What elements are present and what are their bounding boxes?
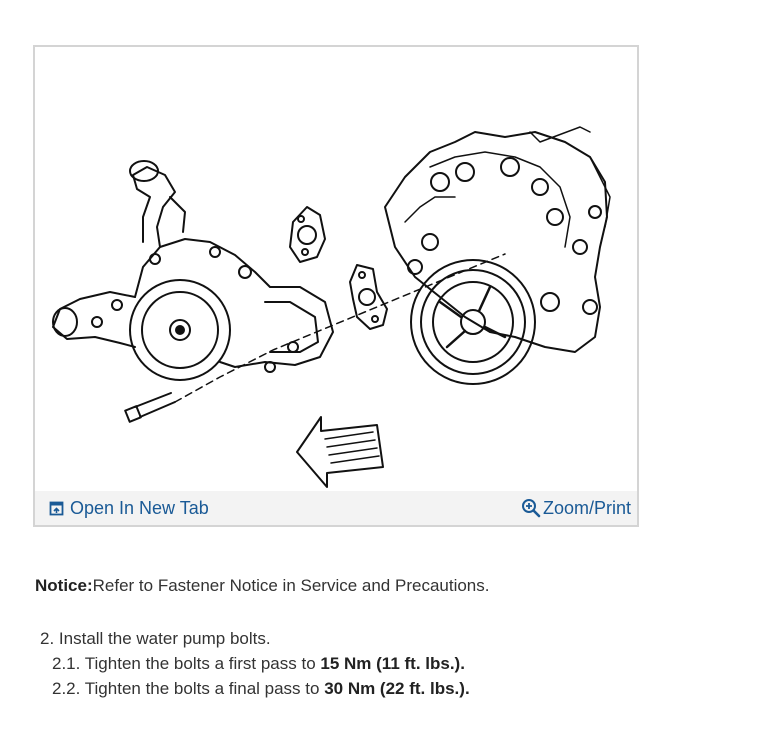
torque-value: 15 Nm (11 ft. lbs.). bbox=[320, 654, 465, 673]
substep-text: Tighten the bolts a first pass to bbox=[84, 654, 321, 673]
figure-toolbar: Open In New Tab Zoom/Print bbox=[35, 491, 637, 525]
step-item: 2. Install the water pump bolts. bbox=[40, 626, 470, 651]
torque-value: 30 Nm (22 ft. lbs.). bbox=[324, 679, 470, 698]
instruction-steps: 2. Install the water pump bolts. 2.1. Ti… bbox=[40, 626, 470, 701]
substep-item: 2.2. Tighten the bolts a final pass to 3… bbox=[40, 676, 470, 701]
step-text: Install the water pump bolts. bbox=[58, 629, 271, 648]
diagram-figure: Open In New Tab Zoom/Print bbox=[33, 45, 639, 527]
substep-text: Tighten the bolts a final pass to bbox=[84, 679, 325, 698]
zoom-print-label: Zoom/Print bbox=[542, 497, 631, 518]
open-in-new-tab-icon bbox=[49, 501, 64, 515]
substep-number: 2.2. bbox=[52, 679, 81, 698]
zoom-in-icon bbox=[521, 499, 541, 518]
open-in-new-tab-label: Open In New Tab bbox=[70, 497, 209, 518]
zoom-print-link[interactable]: Zoom/Print bbox=[521, 491, 631, 525]
substep-number: 2.1. bbox=[52, 654, 81, 673]
open-in-new-tab-link[interactable]: Open In New Tab bbox=[49, 491, 209, 525]
step-number: 2. bbox=[40, 629, 55, 648]
notice-text: Notice:Refer to Fastener Notice in Servi… bbox=[35, 576, 490, 596]
substep-item: 2.1. Tighten the bolts a first pass to 1… bbox=[40, 651, 470, 676]
notice-body: Refer to Fastener Notice in Service and … bbox=[92, 576, 490, 595]
notice-label: Notice: bbox=[35, 576, 93, 595]
water-pump-diagram bbox=[52, 126, 611, 488]
